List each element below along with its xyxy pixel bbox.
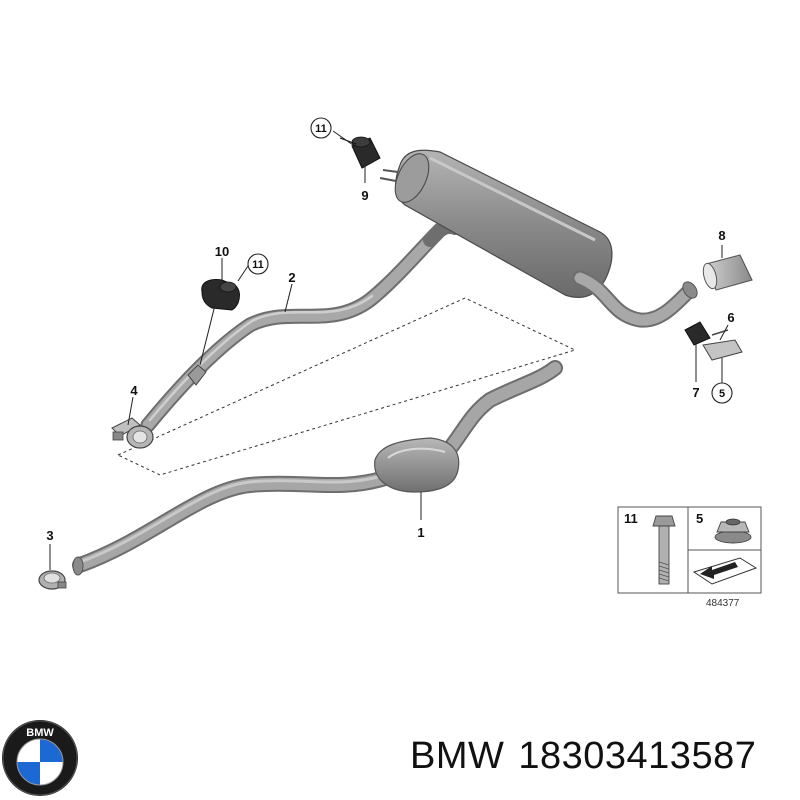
leader-lines xyxy=(49,130,729,570)
brand-name: BMW xyxy=(410,735,505,777)
callout-7: 7 xyxy=(692,385,699,400)
callout-circle-11-top xyxy=(310,117,332,139)
clamp-part-3 xyxy=(38,570,67,590)
flange-nut-icon xyxy=(714,518,752,544)
part-number: 18303413587 xyxy=(518,735,757,777)
callout-10: 10 xyxy=(215,244,229,259)
bmw-logo: BMW xyxy=(2,720,78,796)
fastener-legend: 11 5 484377 xyxy=(617,506,762,609)
callout-1: 1 xyxy=(417,525,424,540)
callouts: 11 9 10 11 2 4 3 1 8 6 7 5 xyxy=(46,117,735,543)
dashed-group-outline xyxy=(116,297,577,476)
callout-4: 4 xyxy=(130,383,138,398)
callout-2: 2 xyxy=(288,270,295,285)
rubber-mount-part-9 xyxy=(339,136,381,169)
rear-muffler xyxy=(379,149,698,328)
bmw-logo-letters: BMW xyxy=(26,727,54,739)
intermediate-pipe-part-2 xyxy=(140,222,448,433)
callout-9: 9 xyxy=(361,188,368,203)
callout-6: 6 xyxy=(727,310,734,325)
legend-bolt-number: 11 xyxy=(624,511,638,526)
exhaust-tip-part-8 xyxy=(702,254,753,291)
callout-5: 5 xyxy=(719,388,725,400)
clamp-part-4 xyxy=(111,417,154,449)
legend-reference-number: 484377 xyxy=(706,598,740,609)
callout-8: 8 xyxy=(718,228,725,243)
bolt-icon xyxy=(652,515,676,585)
rubber-mount-part-10 xyxy=(201,279,240,311)
callout-11-mid: 11 xyxy=(252,259,264,271)
callout-circle-11-mid xyxy=(247,253,269,275)
front-pipe-part-1 xyxy=(72,360,563,576)
callout-3: 3 xyxy=(46,528,53,543)
callout-11-top: 11 xyxy=(315,123,327,135)
washer-arrow-icon xyxy=(692,557,758,585)
hanger-bracket-parts-6-7 xyxy=(684,321,743,361)
part-number-caption: BMW 18303413587 xyxy=(410,735,756,778)
legend-nut-number: 5 xyxy=(696,511,703,526)
callout-circle-5 xyxy=(711,382,733,404)
